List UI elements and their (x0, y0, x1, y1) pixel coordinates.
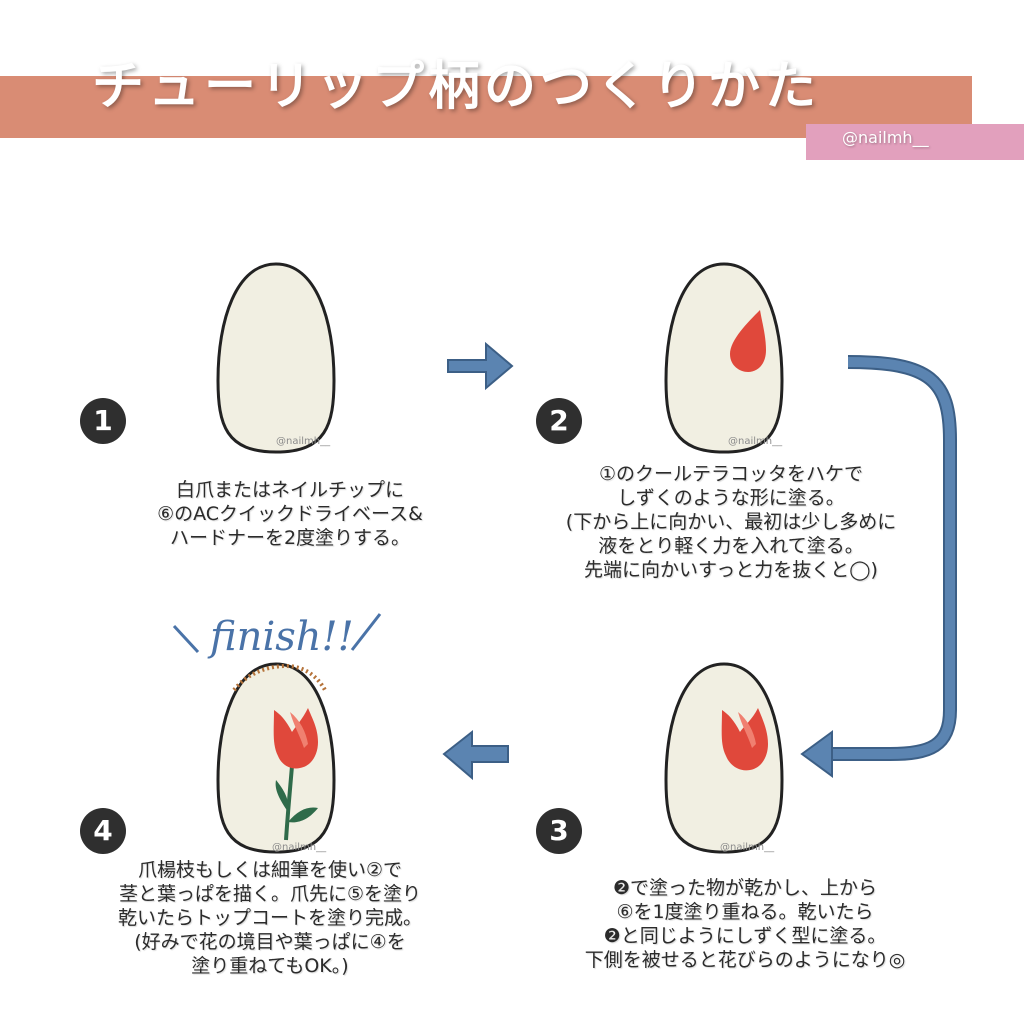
watermark-4: @nailmh__ (272, 842, 327, 853)
page-title: チューリップ柄のつくりかた (92, 57, 821, 117)
step-1-text: 白爪またはネイルチップに ⑥のACクイックドライベース& ハードナーを2度塗りす… (157, 479, 423, 549)
petal-drop (730, 310, 766, 372)
nail-step-4: @nailmh__ (216, 662, 336, 854)
step-number-1: 1 (80, 398, 126, 444)
arrow-left (442, 729, 509, 781)
arrow-right (447, 341, 514, 391)
leaf-left (275, 780, 289, 812)
nail-step-1: @nailmh__ (216, 262, 336, 454)
step-4-text: 爪楊枝もしくは細筆を使い②で 茎と葉っぱを描く。爪先に⑤を塗り 乾いたらトップコ… (117, 859, 422, 977)
handle-band (806, 124, 1024, 160)
step-number-4: 4 (80, 808, 126, 854)
watermark-2: @nailmh__ (728, 436, 783, 447)
arrow-down-loop-head (800, 730, 833, 778)
tulip-flower (273, 708, 318, 769)
leaf-right (288, 807, 318, 823)
author-handle: @nailmh__ (842, 128, 929, 147)
watermark-3: @nailmh__ (720, 842, 775, 853)
tulip-stem (284, 765, 294, 841)
finish-text: finish!! (207, 614, 354, 660)
nail-step-3: @nailmh__ (664, 662, 784, 854)
step-2-text: ①のクールテラコッタをハケで しずくのような形に塗る。 (下から上に向かい、最初… (565, 463, 897, 581)
nail-step-2: @nailmh__ (664, 262, 784, 454)
tulip-petals (721, 708, 768, 771)
step-number-2: 2 (536, 398, 582, 444)
watermark-1: @nailmh__ (276, 436, 331, 447)
finish-label: finish!! (172, 613, 382, 660)
step-number-3: 3 (536, 808, 582, 854)
step-3-text: ❷で塗った物が乾かし、上から ⑥を1度塗り重ねる。乾いたら ❷と同じようにしずく… (584, 877, 906, 971)
arrow-down-loop (830, 357, 955, 759)
